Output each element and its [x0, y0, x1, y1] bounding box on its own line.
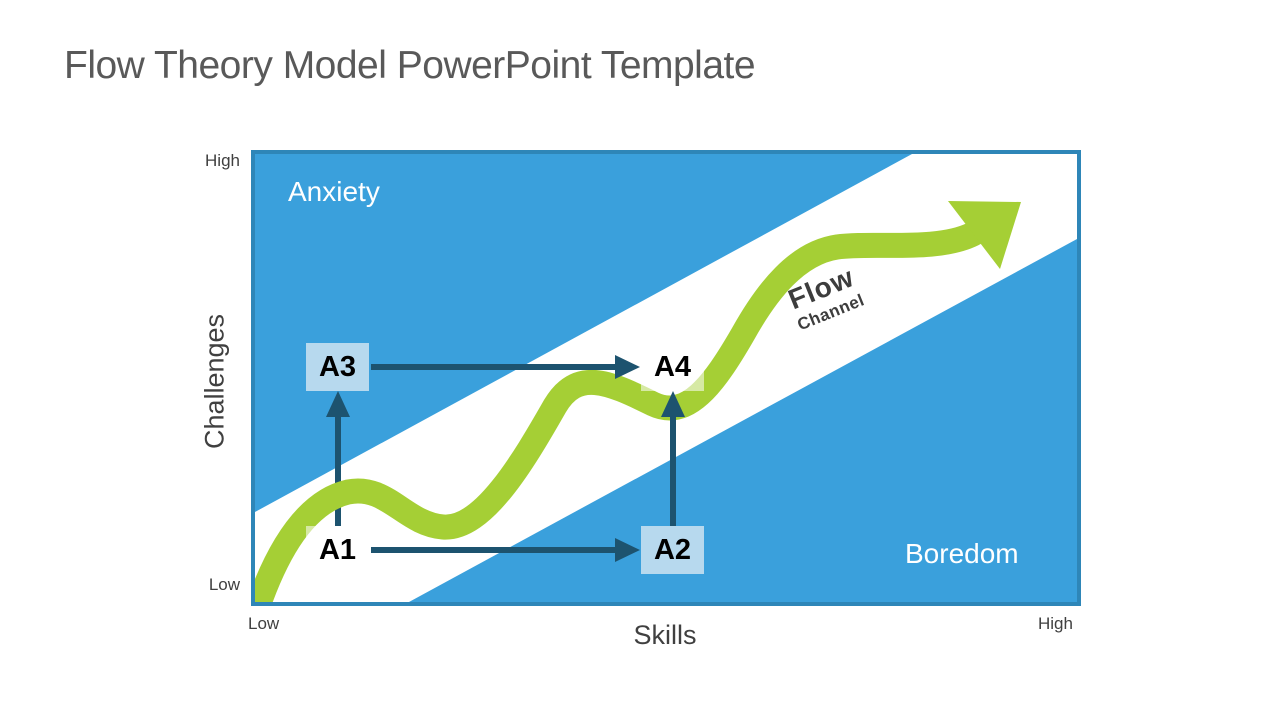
boredom-region	[409, 239, 1077, 602]
diagram-graphics	[255, 154, 1077, 602]
arrow-a2-a4	[661, 391, 685, 526]
x-axis-label: Skills	[633, 620, 697, 650]
flow-arrow	[255, 201, 1021, 602]
y-axis-tick-low: Low	[208, 575, 240, 594]
node-a1: A1	[306, 526, 369, 574]
y-axis-tick-high: High	[205, 151, 240, 170]
arrow-a3-a4-head-icon	[615, 355, 640, 379]
y-axis-label: Challenges	[199, 313, 230, 450]
diagram-canvas: Anxiety Boredom Flow Channel A1 A2 A3 A4	[251, 150, 1081, 606]
boredom-label: Boredom	[905, 538, 1019, 569]
flow-arrowhead-icon	[948, 201, 1021, 269]
arrow-a2-a4-head-icon	[661, 391, 685, 417]
arrow-a1-a2-head-icon	[615, 538, 640, 562]
anxiety-label: Anxiety	[288, 176, 380, 207]
arrow-a3-a4	[371, 355, 640, 379]
arrow-a1-a3-head-icon	[326, 391, 350, 417]
arrow-a1-a2	[371, 538, 640, 562]
node-a2: A2	[641, 526, 704, 574]
x-axis-tick-high: High	[1038, 614, 1073, 633]
node-a3: A3	[306, 343, 369, 391]
anxiety-region	[255, 154, 912, 512]
x-axis-tick-low: Low	[248, 614, 280, 633]
node-a4: A4	[641, 343, 704, 391]
slide-title: Flow Theory Model PowerPoint Template	[64, 44, 756, 87]
